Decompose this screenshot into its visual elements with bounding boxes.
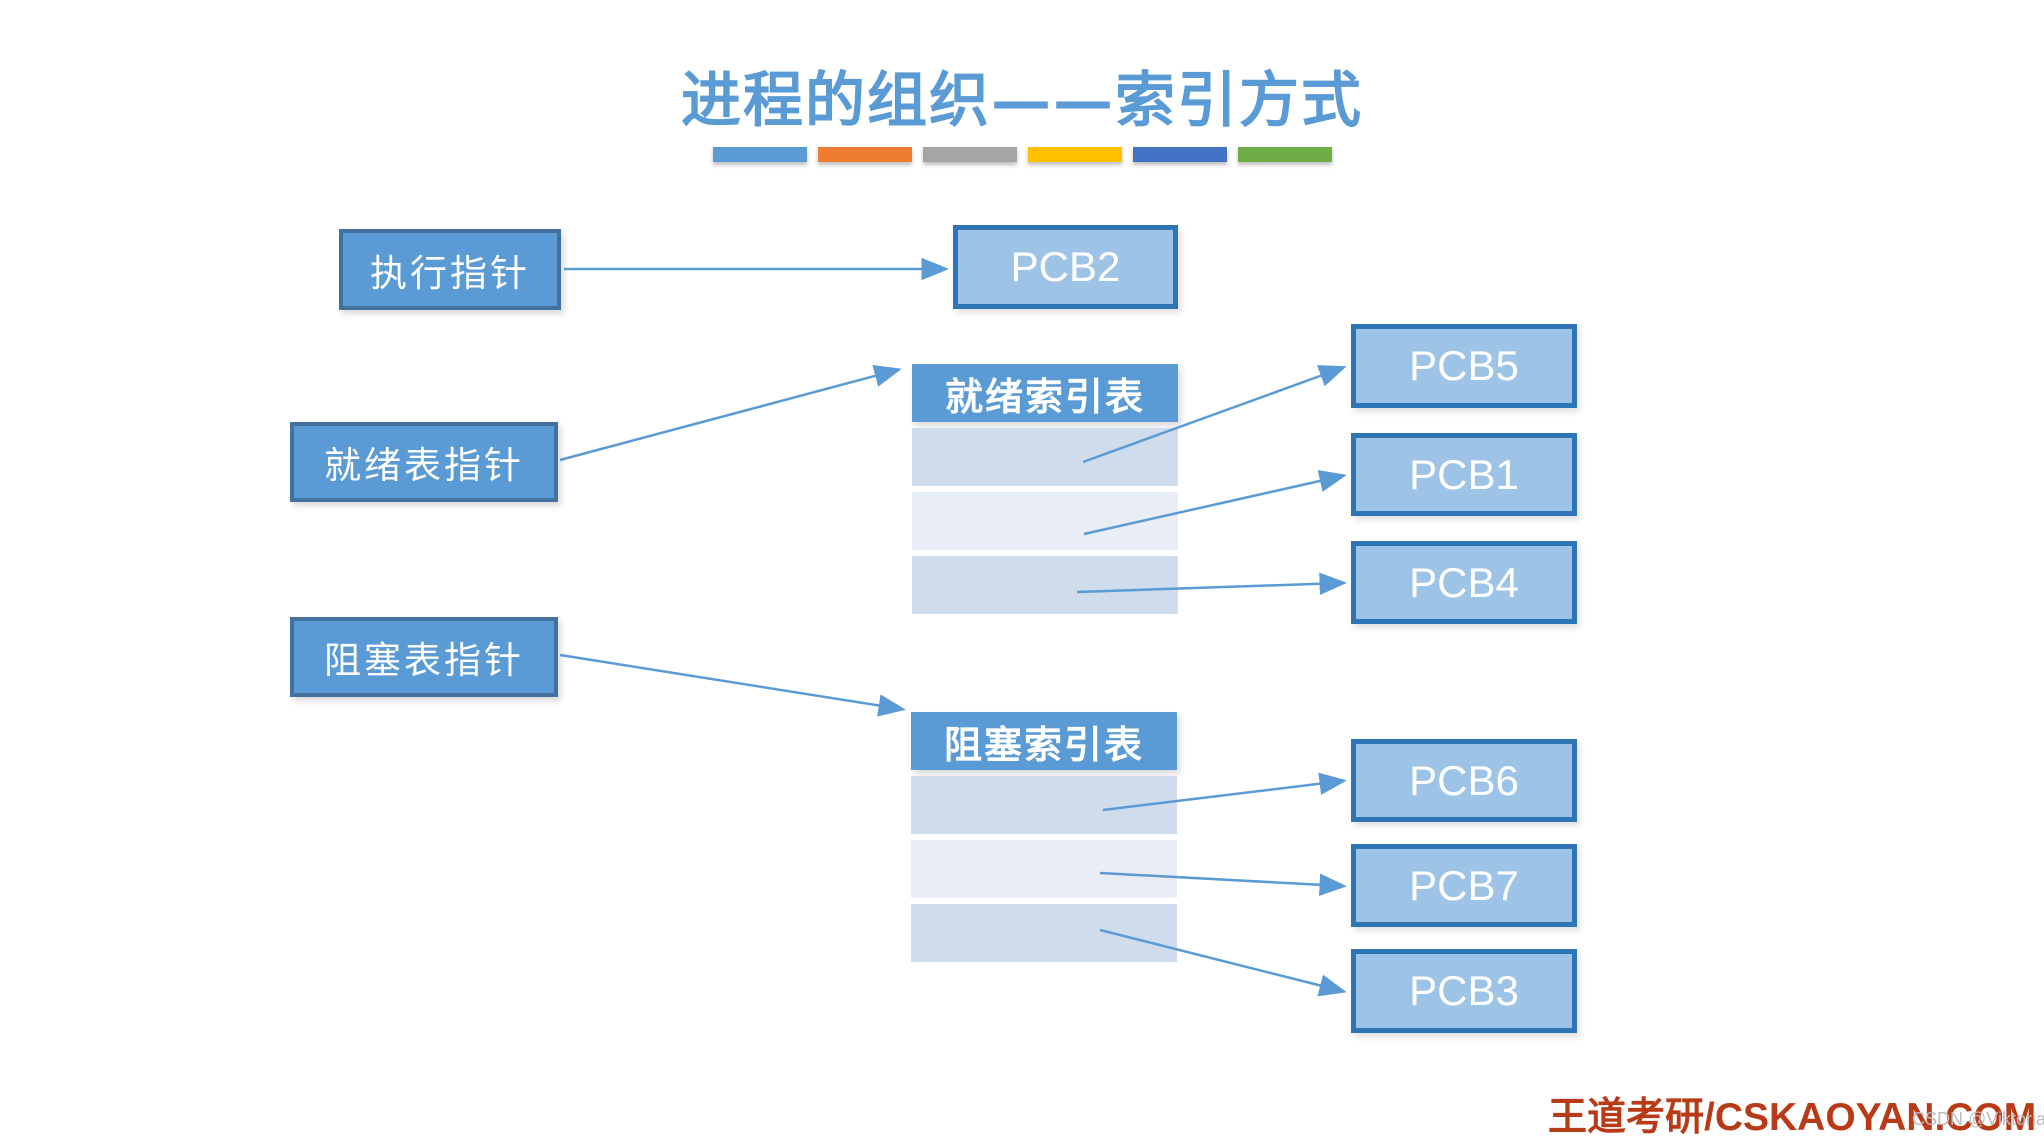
accent-bar-gold — [1027, 147, 1122, 162]
ready-index-table-header: 就绪索引表 — [912, 364, 1178, 422]
pcb7-box: PCB7 — [1351, 844, 1577, 927]
ready-pointer-label: 就绪表指针 — [324, 444, 524, 487]
pcb3-label: PCB3 — [1409, 967, 1519, 1014]
pcb6-label: PCB6 — [1409, 756, 1519, 804]
exec-pointer-label: 执行指针 — [370, 251, 530, 295]
pcb4-box: PCB4 — [1351, 541, 1577, 624]
pcb2-box: PCB2 — [953, 225, 1178, 309]
pcb2-label: PCB2 — [1010, 243, 1121, 290]
accent-bar-orange — [817, 147, 912, 162]
arrow-blockedptr-to-blocked-table — [559, 653, 906, 717]
ready-index-table-row-3 — [912, 556, 1178, 614]
brand-watermark: 王道考研/CSKAOYAN.COM — [1548, 1096, 2037, 1139]
accent-bar-blue — [712, 147, 807, 162]
accent-bar-row — [0, 147, 2044, 162]
slide-title: 进程的组织——索引方式 — [681, 66, 1363, 136]
pcb4-label: PCB4 — [1409, 558, 1519, 606]
pcb6-box: PCB6 — [1351, 739, 1577, 822]
blocked-pointer-label: 阻塞表指针 — [324, 639, 524, 682]
accent-bar-green — [1237, 147, 1332, 162]
blocked-index-table-row-2 — [911, 840, 1177, 898]
pcb5-label: PCB5 — [1409, 342, 1519, 389]
ready-index-table-row-1 — [912, 428, 1178, 486]
blocked-pointer-box: 阻塞表指针 — [290, 617, 558, 697]
accent-bar-gray — [922, 147, 1017, 162]
blocked-index-table-row-1 — [911, 776, 1177, 834]
pcb7-label: PCB7 — [1409, 861, 1519, 909]
blocked-index-table-row-3 — [911, 904, 1177, 962]
blocked-index-table-header: 阻塞索引表 — [911, 712, 1177, 770]
pcb3-box: PCB3 — [1351, 949, 1577, 1033]
arrow-readyptr-to-ready-table — [559, 364, 902, 462]
pcb5-box: PCB5 — [1351, 324, 1577, 408]
accent-bar-darkblue — [1132, 147, 1227, 162]
ready-index-table-row-2 — [912, 492, 1178, 550]
ready-pointer-box: 就绪表指针 — [290, 422, 558, 502]
csdn-user-watermark: CSDN @Viktoriae — [1912, 1109, 2044, 1129]
blocked-index-table: 阻塞索引表 — [911, 712, 1177, 962]
pcb1-box: PCB1 — [1351, 433, 1577, 516]
ready-index-table: 就绪索引表 — [912, 364, 1178, 614]
pcb1-label: PCB1 — [1409, 450, 1519, 498]
exec-pointer-box: 执行指针 — [339, 229, 561, 310]
